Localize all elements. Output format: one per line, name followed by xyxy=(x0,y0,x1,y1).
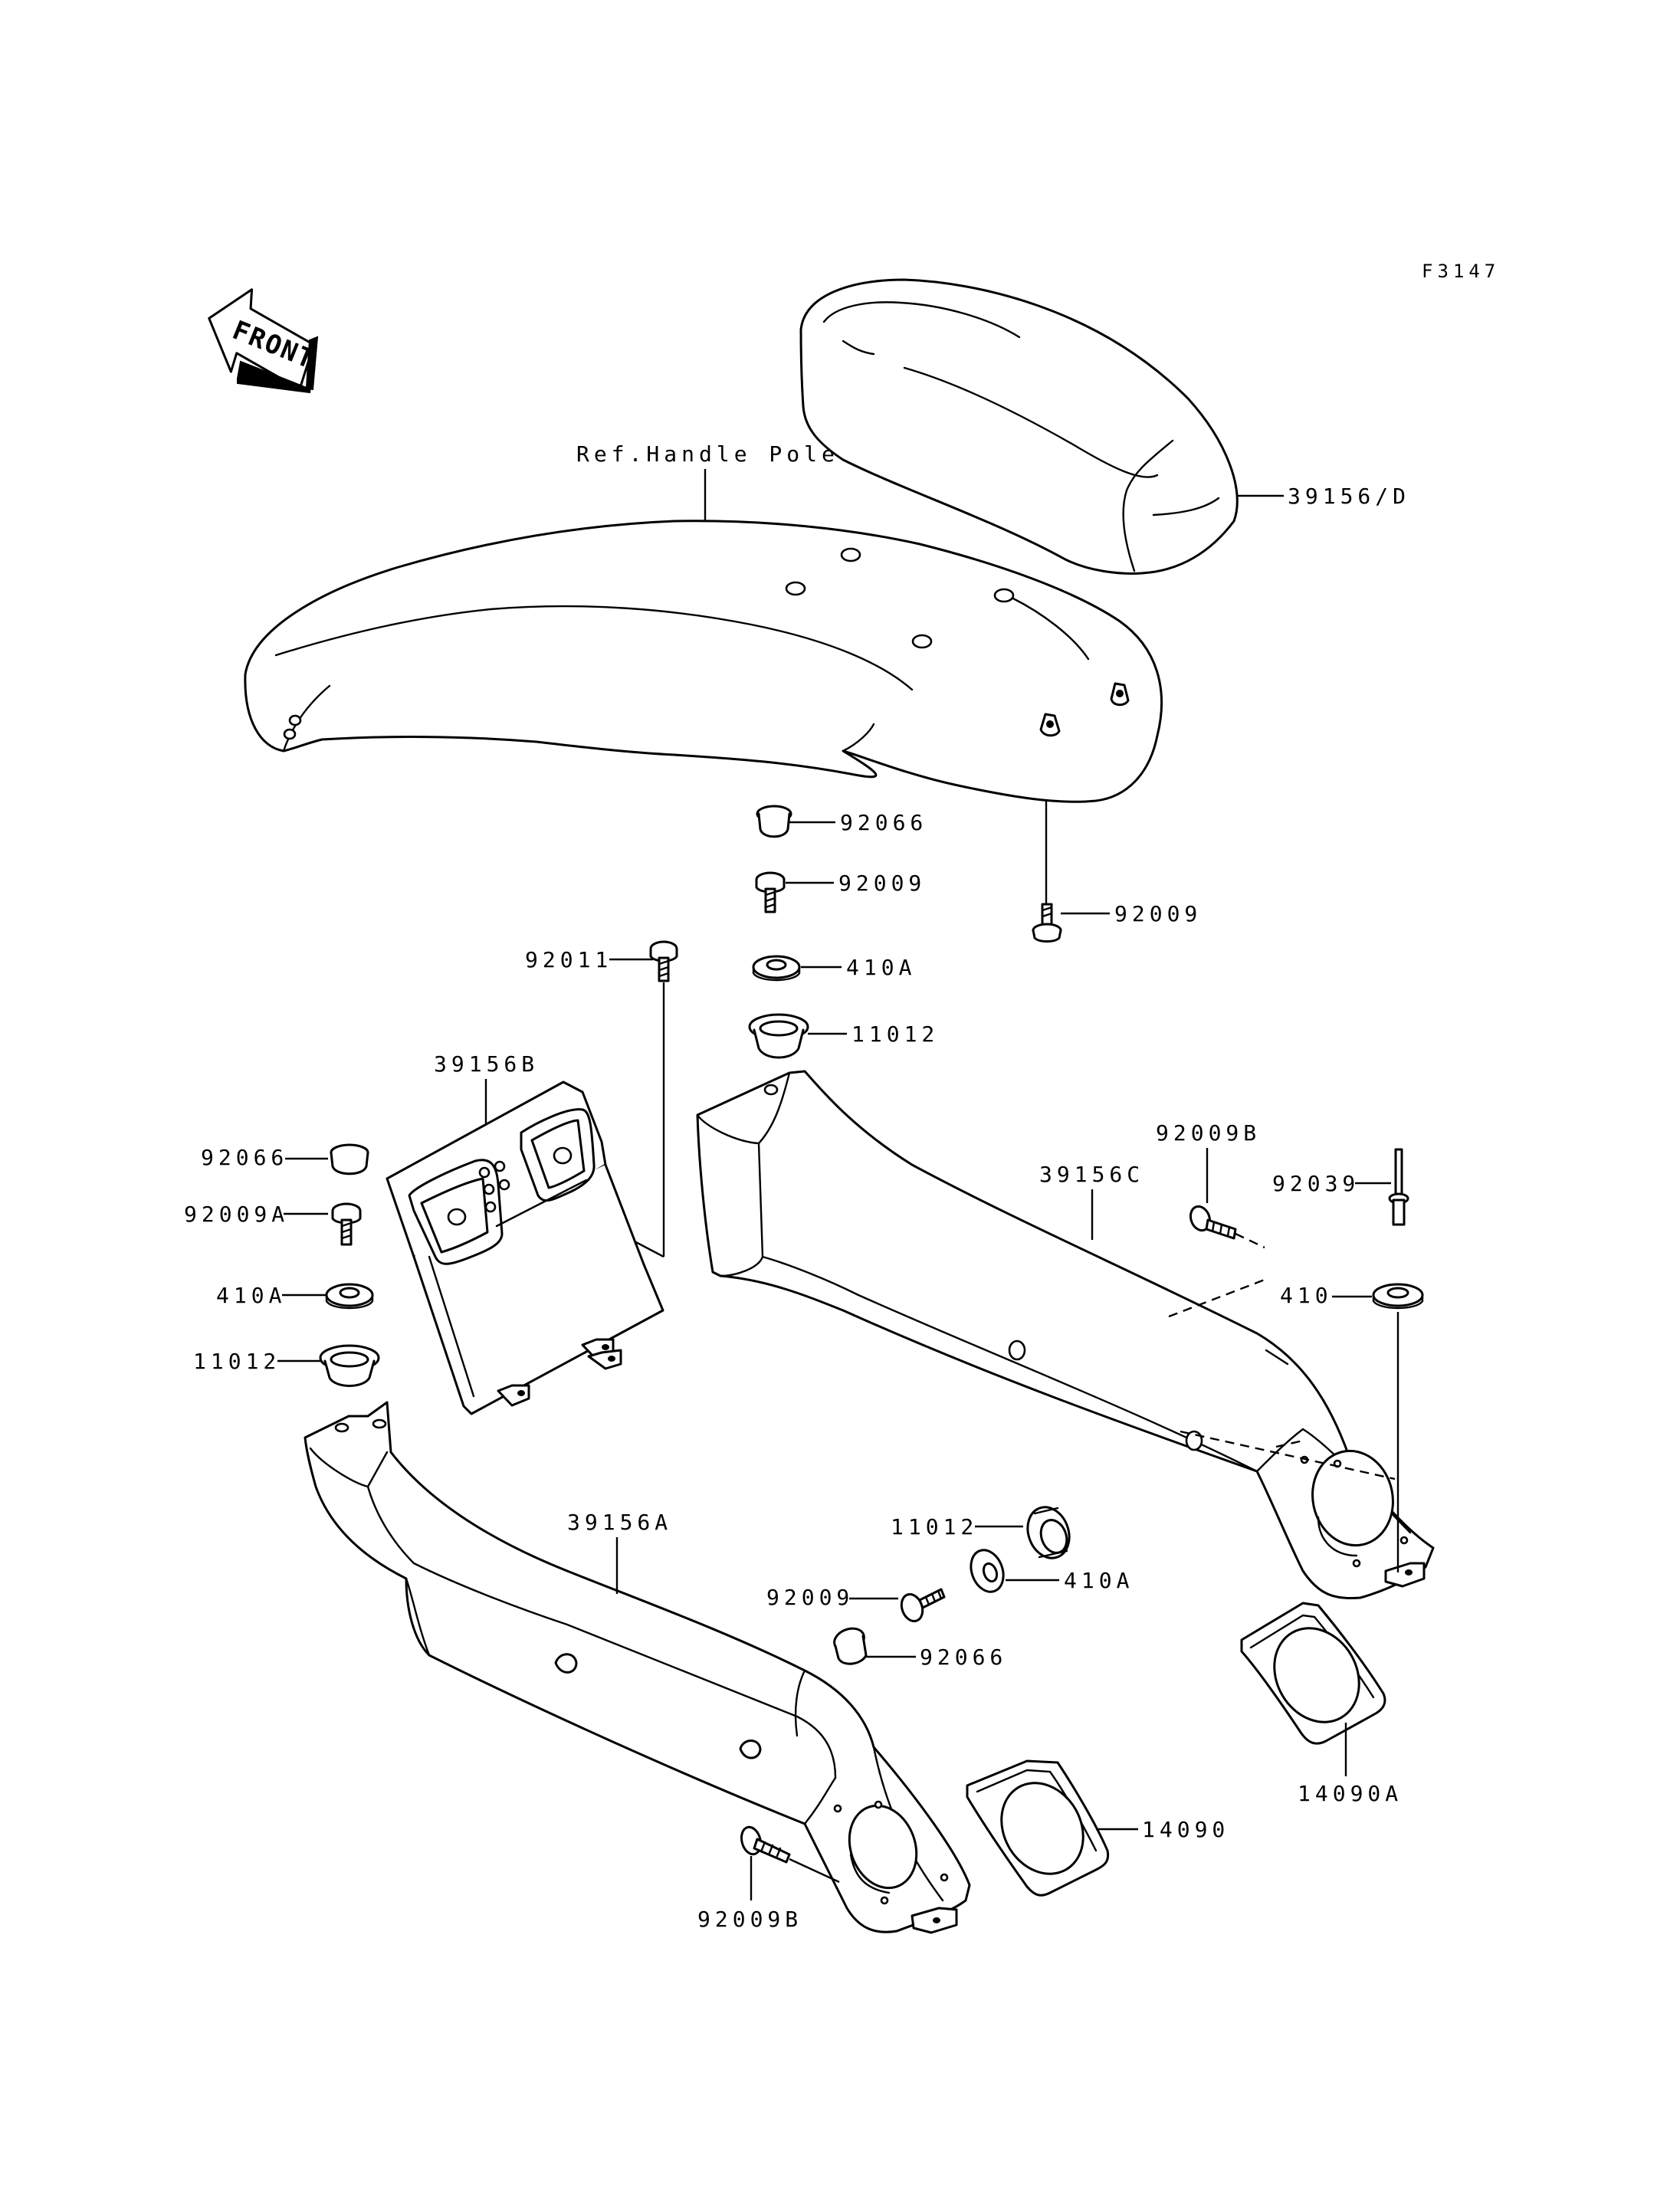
handle-pole-cover xyxy=(244,520,1163,803)
callout-lower-11012: 11012 xyxy=(891,1514,978,1540)
grommet-lower xyxy=(1026,1506,1071,1559)
callout-left-11012: 11012 xyxy=(193,1349,281,1374)
callout-pad-39156C: 39156C xyxy=(1039,1162,1144,1187)
bolt-right-upper xyxy=(1032,903,1062,943)
callout-trim-14090: 14090 xyxy=(1142,1817,1229,1842)
washer-right xyxy=(1372,1283,1424,1310)
callout-seat: 39156/D xyxy=(1288,484,1410,509)
bolt-left xyxy=(331,1202,362,1246)
rivet-right xyxy=(1388,1148,1409,1226)
bolt-right-pad xyxy=(1189,1205,1237,1240)
callout-lower-92009: 92009 xyxy=(766,1585,854,1610)
trim-ring-a xyxy=(1240,1602,1386,1745)
callout-left-92066: 92066 xyxy=(201,1145,288,1170)
washer-upper xyxy=(752,955,801,982)
callout-lower-92066: 92066 xyxy=(920,1644,1007,1670)
front-arrow-icon: FRONT xyxy=(208,288,320,394)
callout-pad-39156A: 39156A xyxy=(567,1510,672,1535)
callout-bottom-92009B: 92009B xyxy=(697,1907,802,1932)
washer-left xyxy=(325,1283,374,1310)
callout-lower-410A: 410A xyxy=(1064,1568,1134,1593)
callout-upper-92009: 92009 xyxy=(838,871,926,896)
front-pad xyxy=(386,1080,664,1415)
callout-right-410: 410 xyxy=(1280,1283,1333,1308)
callout-upper-11012: 11012 xyxy=(851,1021,939,1047)
callout-right-92039: 92039 xyxy=(1272,1171,1360,1196)
grommet-cap-upper xyxy=(756,805,792,838)
seat-cushion xyxy=(799,278,1239,575)
callout-right-92009B: 92009B xyxy=(1156,1120,1261,1146)
grommet-cap-lower xyxy=(833,1627,868,1665)
washer-lower xyxy=(970,1549,1005,1593)
bolt-upper xyxy=(755,871,786,913)
figure-code: F3147 xyxy=(1422,261,1500,282)
callout-pad-39156B: 39156B xyxy=(434,1051,539,1077)
callout-left-410A: 410A xyxy=(216,1283,286,1308)
trim-ring xyxy=(966,1759,1110,1897)
callout-center-92011: 92011 xyxy=(525,947,612,972)
grommet-left xyxy=(319,1344,380,1387)
callout-trim-14090A: 14090A xyxy=(1298,1781,1403,1806)
grommet-upper xyxy=(748,1013,809,1059)
bolt-bottom xyxy=(740,1825,791,1864)
reference-label: Ref.Handle Pole xyxy=(576,441,839,467)
callout-upper-92066: 92066 xyxy=(840,810,927,835)
left-side-pad xyxy=(304,1401,971,1934)
right-side-pad xyxy=(696,1070,1435,1600)
callout-right-92009: 92009 xyxy=(1114,901,1202,926)
callout-left-92009A: 92009A xyxy=(184,1202,289,1227)
bolt-center xyxy=(649,940,678,982)
bolt-lower xyxy=(900,1588,946,1622)
grommet-cap-left xyxy=(330,1143,369,1176)
callout-upper-410A: 410A xyxy=(846,955,916,980)
